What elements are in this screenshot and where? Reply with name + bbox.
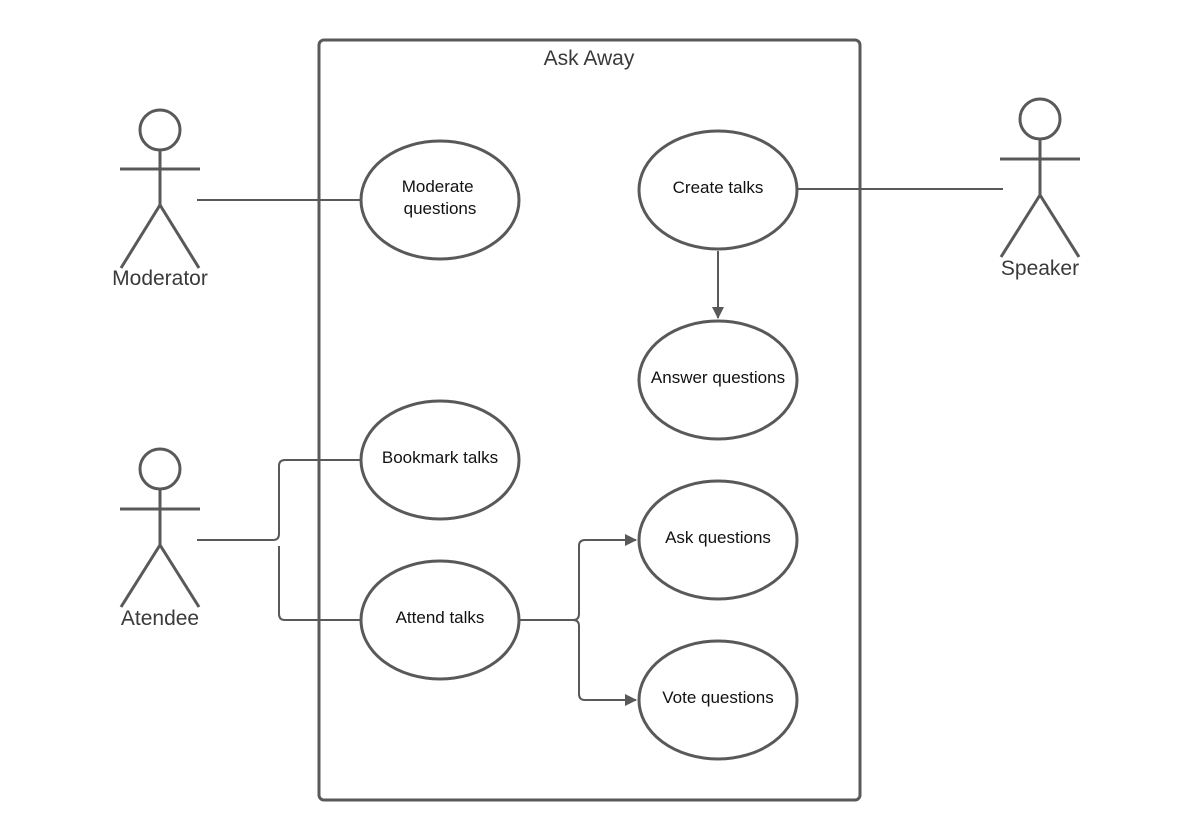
use-case-label: Moderate questions (402, 177, 479, 218)
attend-to-ask-arrow (520, 534, 637, 621)
use-case-label: Bookmark talks (382, 448, 498, 467)
system-title: Ask Away (544, 47, 635, 70)
attendee-association (197, 459, 360, 621)
use-case-label: Ask questions (665, 528, 771, 547)
use-case-label: Answer questions (651, 368, 785, 387)
actor-label: Moderator (112, 267, 208, 290)
stick-figure-icon (999, 97, 1081, 258)
use-case-ask-questions: Ask questions (637, 479, 799, 601)
use-case-moderate-questions: Moderate questions (359, 139, 521, 261)
stick-figure-icon (119, 447, 201, 608)
stick-figure-icon (119, 108, 201, 269)
attend-to-vote-arrow (572, 619, 637, 706)
use-case-label: Create talks (673, 178, 764, 197)
use-case-vote-questions: Vote questions (637, 639, 799, 761)
use-case-answer-questions: Answer questions (637, 319, 799, 441)
use-case-label: Vote questions (662, 688, 774, 707)
use-case-label: Attend talks (396, 608, 485, 627)
use-case-attend-talks: Attend talks (359, 559, 521, 681)
use-case-bookmark-talks: Bookmark talks (359, 399, 521, 521)
actor-speaker: Speaker (999, 97, 1081, 280)
use-case-create-talks: Create talks (637, 129, 799, 251)
actor-label: Speaker (1001, 257, 1079, 280)
actor-attendee: Atendee (119, 447, 201, 630)
system-boundary (317, 38, 862, 802)
actor-moderator: Moderator (112, 108, 208, 290)
actor-label: Atendee (121, 607, 199, 630)
